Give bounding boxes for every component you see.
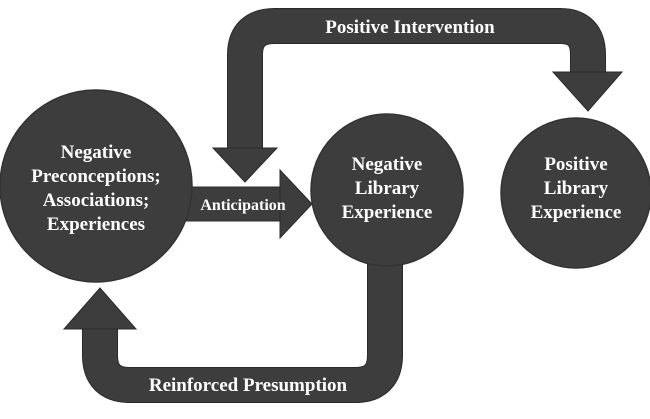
node-line: Associations;: [43, 190, 150, 211]
node-positive-library-experience: Positive Library Experience: [500, 117, 650, 269]
anticipation-label: Anticipation: [200, 197, 285, 214]
node-negative-preconceptions: Negative Preconceptions; Associations; E…: [0, 89, 193, 283]
node-line: Library: [544, 178, 609, 199]
node-line: Experience: [342, 202, 433, 223]
node-line: Negative: [61, 142, 132, 163]
node-line: Preconceptions;: [31, 166, 160, 187]
reinforced-presumption-arrow: Reinforced Presumption: [62, 260, 403, 403]
reinforced-presumption-label: Reinforced Presumption: [149, 375, 348, 396]
node-line: Negative: [352, 154, 423, 175]
node-line: Experience: [531, 202, 622, 223]
positive-intervention-arrow: Positive Intervention: [211, 8, 624, 183]
node-negative-library-experience: Negative Library Experience: [310, 113, 464, 267]
node-line: Positive: [544, 154, 607, 175]
node-line: Experiences: [47, 214, 145, 235]
anticipation-arrow: Anticipation: [181, 168, 313, 240]
positive-intervention-label: Positive Intervention: [325, 17, 495, 38]
node-line: Library: [355, 178, 420, 199]
